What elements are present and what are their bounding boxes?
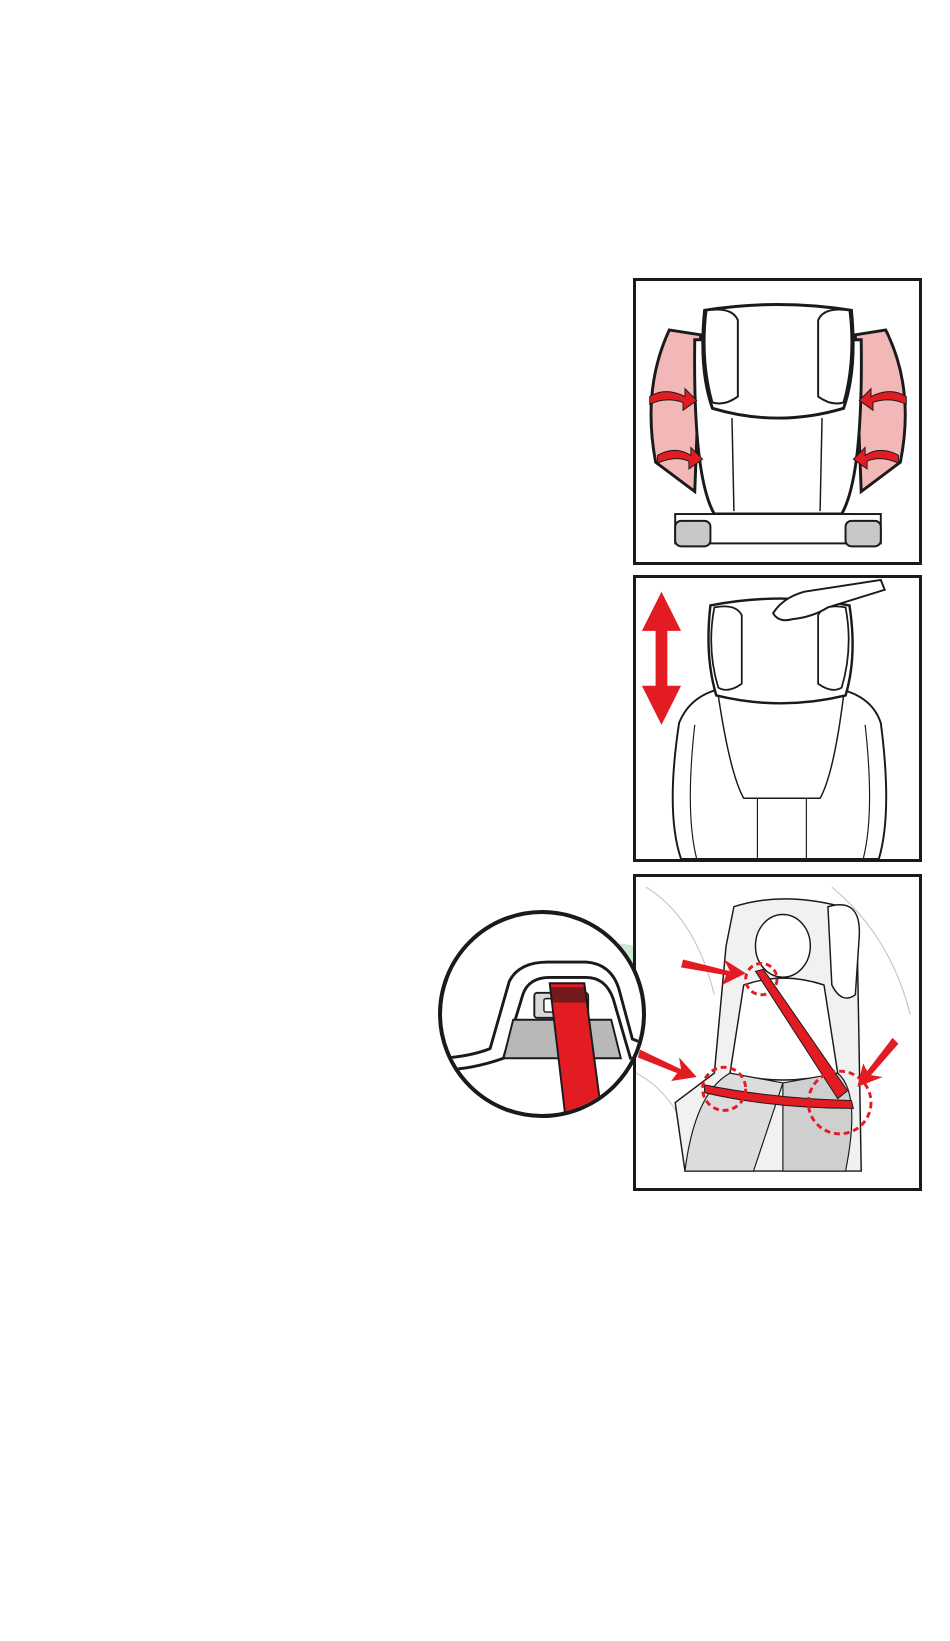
up-down-arrow-icon	[642, 592, 681, 725]
figure-panel-headrest-height	[633, 575, 922, 862]
headrest-height-illustration	[636, 578, 919, 859]
belt-guide-zoom-detail	[438, 910, 646, 1118]
belt-routing-illustration	[636, 877, 919, 1188]
seat-back-shape	[673, 688, 887, 859]
figure-panel-belt-routing	[633, 874, 922, 1191]
figure-panel-side-wings	[633, 278, 922, 565]
headrest-right-wing	[818, 310, 851, 404]
right-armrest-shape	[846, 521, 881, 546]
child-head-shape	[755, 915, 810, 978]
belt-guide-closeup	[442, 914, 642, 1114]
belt-strap-shape	[550, 983, 602, 1114]
side-wing-adjust-illustration	[636, 281, 919, 562]
right-wing-shape	[855, 330, 905, 492]
headrest-left-wing	[705, 310, 738, 404]
left-armrest-shape	[675, 521, 710, 546]
